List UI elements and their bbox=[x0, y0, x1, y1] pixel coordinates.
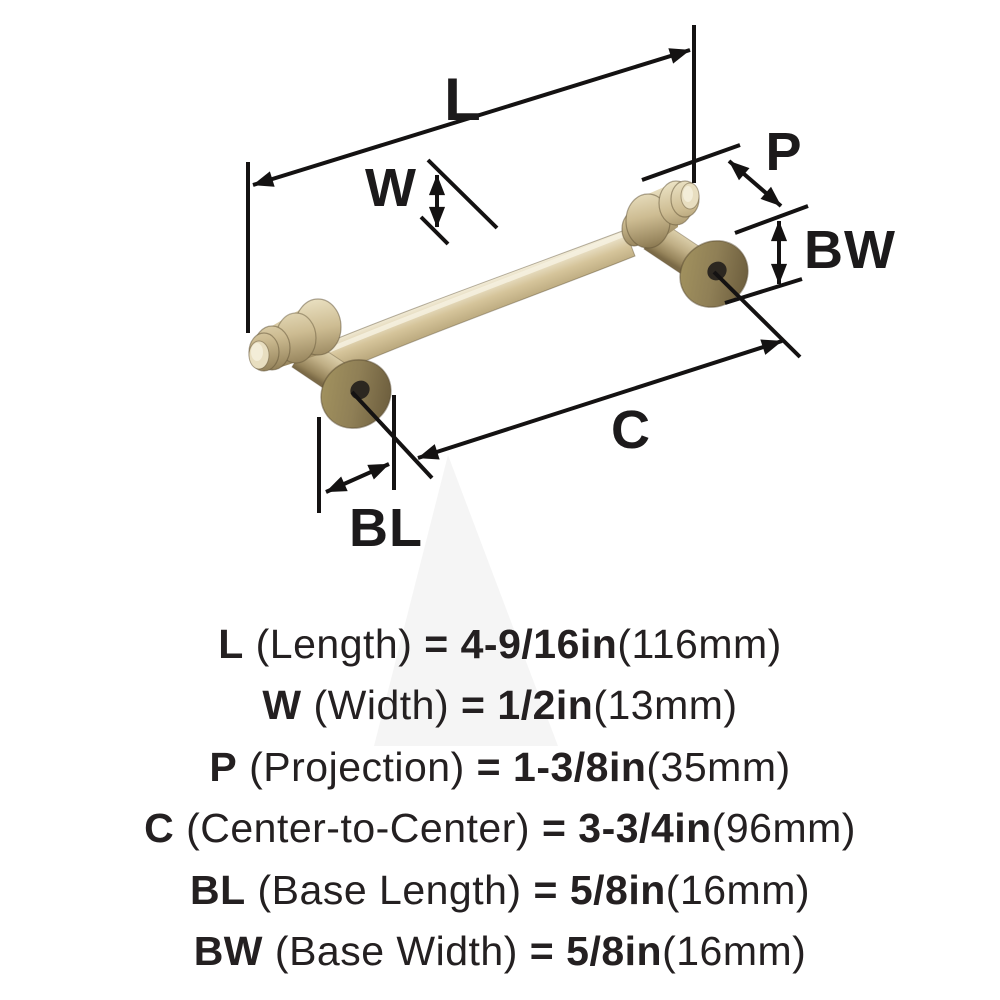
legend-value: 3-3/4in bbox=[578, 805, 712, 851]
legend-equals: = bbox=[424, 621, 449, 667]
legend-metric: (16mm) bbox=[662, 928, 807, 974]
dimension-lines bbox=[246, 25, 809, 513]
left-end-cap bbox=[248, 298, 342, 372]
legend-name: (Length) bbox=[255, 621, 413, 667]
tick-P-upper bbox=[641, 143, 741, 182]
label-P: P bbox=[765, 122, 803, 182]
label-W: W bbox=[365, 158, 417, 218]
legend-row-projection: P (Projection) = 1-3/8in(35mm) bbox=[0, 744, 1000, 790]
tick-W-upper bbox=[426, 158, 499, 230]
legend-value: 1/2in bbox=[497, 682, 594, 728]
dimension-line-L bbox=[252, 48, 691, 187]
watermark-triangle bbox=[374, 455, 558, 746]
legend-value: 1-3/8in bbox=[513, 744, 647, 790]
handle-grip bbox=[313, 229, 636, 379]
label-C: C bbox=[611, 400, 651, 460]
legend-metric: (16mm) bbox=[665, 867, 811, 913]
label-BL: BL bbox=[349, 498, 423, 558]
legend-row-length: L (Length) = 4-9/16in(116mm) bbox=[0, 621, 1000, 667]
dimension-line-C bbox=[417, 339, 783, 460]
legend-row-center-to-center: C (Center-to-Center) = 3-3/4in(96mm) bbox=[0, 805, 1000, 851]
label-BW: BW bbox=[804, 220, 896, 280]
legend-abbr: W bbox=[262, 682, 302, 728]
tick-BW-lower bbox=[724, 277, 803, 305]
legend-name: (Center-to-Center) bbox=[186, 805, 531, 851]
right-mounting-hole bbox=[707, 261, 727, 281]
cabinet-pull-handle bbox=[248, 180, 749, 429]
right-end-collar bbox=[621, 180, 700, 249]
legend-abbr: L bbox=[218, 621, 244, 667]
legend-name: (Base Length) bbox=[257, 867, 522, 913]
legend-equals: = bbox=[533, 867, 558, 913]
legend-name: (Projection) bbox=[249, 744, 465, 790]
legend-abbr: C bbox=[144, 805, 175, 851]
legend-value: 5/8in bbox=[569, 867, 666, 913]
legend-name: (Width) bbox=[313, 682, 450, 728]
legend-value: 5/8in bbox=[566, 928, 663, 974]
legend-metric: (35mm) bbox=[646, 744, 791, 790]
dimension-arrow-P bbox=[727, 159, 783, 208]
legend-metric: (96mm) bbox=[711, 805, 856, 851]
legend-row-width: W (Width) = 1/2in(13mm) bbox=[0, 682, 1000, 728]
legend-equals: = bbox=[461, 682, 486, 728]
legend-row-base-length: BL (Base Length) = 5/8in(16mm) bbox=[0, 867, 1000, 913]
grip-highlight bbox=[321, 232, 623, 356]
legend-abbr: BL bbox=[189, 867, 246, 913]
legend-abbr: P bbox=[209, 744, 238, 790]
label-L: L bbox=[444, 66, 482, 133]
legend-metric: (13mm) bbox=[593, 682, 738, 728]
legend-name: (Base Width) bbox=[274, 928, 518, 974]
tick-C-right bbox=[712, 270, 802, 359]
legend-value: 4-9/16in bbox=[460, 621, 618, 667]
legend-metric: (116mm) bbox=[617, 621, 782, 667]
legend-equals: = bbox=[476, 744, 502, 790]
dimension-arrow-BL bbox=[325, 462, 390, 494]
tick-BW-upper bbox=[734, 204, 809, 235]
legend-abbr: BW bbox=[193, 928, 264, 974]
legend-row-base-width: BW (Base Width) = 5/8in(16mm) bbox=[0, 928, 1000, 974]
legend-equals: = bbox=[529, 928, 555, 974]
tick-W-lower bbox=[419, 215, 450, 246]
legend-equals: = bbox=[541, 805, 567, 851]
